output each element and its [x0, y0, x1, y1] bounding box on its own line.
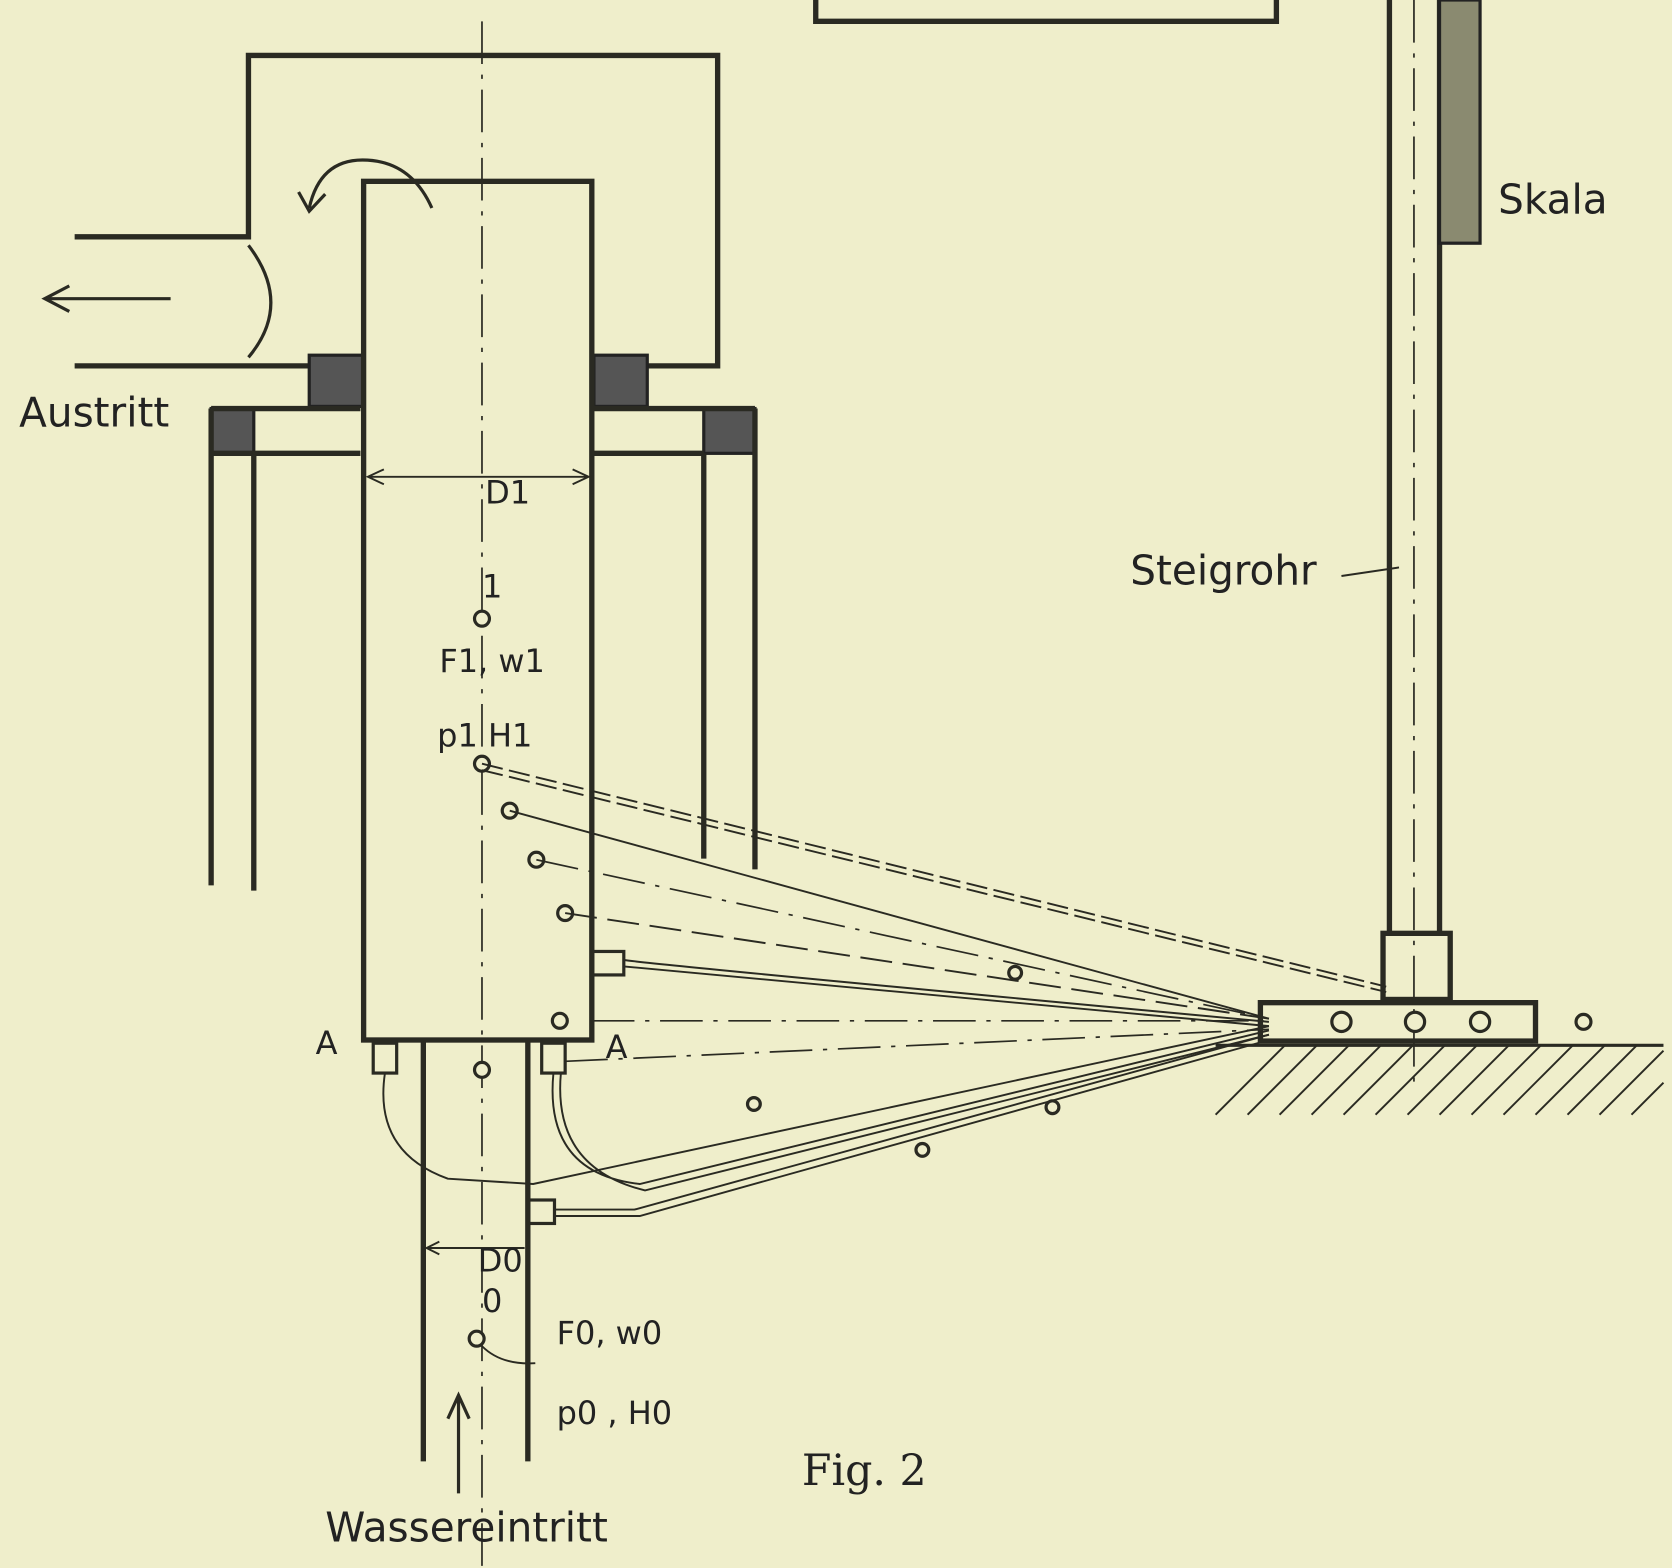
point-0-label: 0: [482, 1282, 502, 1320]
measuring-point-1: [472, 609, 492, 628]
outlet-arrow-icon: [41, 284, 171, 313]
seal-right: [592, 353, 649, 408]
section-0-pressure-label: p0 , H0: [557, 1394, 673, 1432]
outer-housing: [74, 52, 721, 369]
inlet-arrow-icon: [446, 1391, 471, 1494]
measuring-point-0: [467, 1329, 486, 1348]
seal-right-guide: [702, 406, 757, 455]
point-1-label: 1: [482, 567, 502, 605]
right-guide: [593, 405, 758, 870]
left-guide: [208, 405, 361, 891]
section-1-pressure-label: p1 H1: [437, 717, 532, 755]
connector: [371, 1041, 399, 1075]
seal-left: [307, 353, 365, 408]
dimension-d0: [424, 1240, 525, 1256]
pressure-lines: [382, 762, 1387, 1217]
valve: [1403, 1010, 1427, 1034]
connector: [590, 949, 626, 977]
outlet-label: Austritt: [19, 389, 169, 437]
valve: [1574, 1012, 1593, 1031]
measuring-point: [550, 1011, 569, 1030]
mark-a-left: A: [316, 1024, 338, 1062]
section-0-flow-label: F0, w0: [557, 1314, 663, 1352]
mark-a-right: A: [606, 1028, 628, 1066]
leader-line: [1341, 566, 1400, 577]
inlet-pipe: [420, 1040, 531, 1462]
scale-bar: [1437, 0, 1482, 245]
valve: [1330, 1010, 1353, 1034]
dimension-d1: [365, 468, 591, 486]
inner-cylinder: [360, 178, 595, 1043]
riser-pipe-label: Steigrohr: [1130, 547, 1317, 595]
connector: [526, 1198, 557, 1226]
scale-label: Skala: [1498, 175, 1607, 223]
outlet-curve: [247, 244, 273, 359]
figure-caption: Fig. 2: [802, 1446, 927, 1496]
ground-hatch: [1214, 1044, 1665, 1116]
connector: [540, 1041, 567, 1075]
d1-label: D1: [485, 473, 530, 511]
d0-label: D0: [478, 1241, 523, 1279]
section-1-flow-label: F1, w1: [439, 642, 545, 680]
top-box: [813, 0, 1280, 24]
seal-left-guide: [209, 406, 256, 455]
riser-base: [1380, 930, 1453, 1003]
measuring-point: [472, 1060, 492, 1079]
valve: [1468, 1010, 1492, 1034]
inlet-label: Wassereintritt: [325, 1503, 608, 1551]
leader-line: [481, 1345, 536, 1365]
manifold: [1257, 1000, 1539, 1044]
